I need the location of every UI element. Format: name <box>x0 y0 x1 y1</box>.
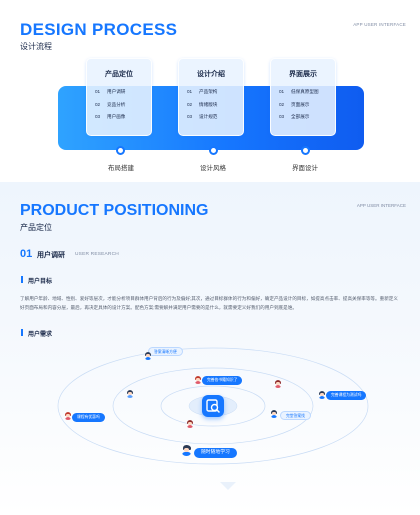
product-positioning-section: PRODUCT POSITIONING 产品定位 APP USER INTERF… <box>0 182 420 515</box>
user-goal-heading: 用户目标 <box>28 279 53 285</box>
step-label-ui: 界面设计 <box>292 165 318 172</box>
user-needs-heading: 用户需求 <box>28 332 53 338</box>
item-number: 03 <box>187 114 193 119</box>
app-ui-tag: APP USER INTERFACE <box>353 22 406 27</box>
section-title: 用户调研 <box>37 252 65 259</box>
avatar <box>194 376 202 384</box>
item-label: 全部展示 <box>291 114 310 119</box>
avatar <box>144 352 152 360</box>
avatar <box>270 410 278 418</box>
item-label: 情绪版块 <box>199 101 218 107</box>
list-item: 01 产品架构 <box>187 87 217 100</box>
avatar <box>181 445 192 456</box>
heading-marker <box>21 329 23 336</box>
step-dot <box>209 146 218 155</box>
item-label: 设计规范 <box>199 114 218 119</box>
item-label: 产品架构 <box>199 89 218 94</box>
item-number: 02 <box>187 101 193 107</box>
search-book-icon <box>202 395 224 417</box>
process-card-positioning: 产品定位 01 用户调研 02 竞品分析 03 用户画像 <box>86 58 152 136</box>
design-process-title: DESIGN PROCESS <box>20 20 178 39</box>
item-number: 01 <box>187 89 193 94</box>
list-item: 03 设计规范 <box>187 112 217 125</box>
item-number: 01 <box>279 89 285 94</box>
list-item: 01 低保真原型图 <box>279 87 319 100</box>
product-positioning-subtitle: 产品定位 <box>20 223 52 232</box>
step-label-layout: 布局搭建 <box>108 165 134 172</box>
process-card-design-intro: 设计介绍 01 产品架构 02 情绪版块 03 设计规范 <box>178 58 244 136</box>
list-item: 01 用户调研 <box>95 87 125 100</box>
list-item: 03 用户画像 <box>95 112 125 125</box>
step-label-style: 设计风格 <box>200 165 226 172</box>
item-label: 用户调研 <box>107 89 126 94</box>
card-title: 界面展示 <box>289 71 317 78</box>
product-positioning-title: PRODUCT POSITIONING <box>20 202 209 219</box>
design-process-subtitle: 设计流程 <box>20 42 52 51</box>
item-number: 02 <box>279 101 285 107</box>
list-item: 02 情绪版块 <box>187 100 217 113</box>
avatar <box>318 391 326 399</box>
list-item: 02 竞品分析 <box>95 100 125 113</box>
need-pill: 答案清晰方便 <box>148 347 183 356</box>
item-number: 02 <box>95 101 101 107</box>
need-pill: 完善各书籍知识了 <box>202 376 243 385</box>
card-list: 01 低保真原型图 02 页面展示 03 全部展示 <box>279 87 319 125</box>
avatar <box>64 412 72 420</box>
need-pill: 随时随地学习 <box>194 448 237 458</box>
process-card-interface: 界面展示 01 低保真原型图 02 页面展示 03 全部展示 <box>270 58 336 136</box>
design-process-section: DESIGN PROCESS 设计流程 APP USER INTERFACE 产… <box>0 0 420 182</box>
app-ui-tag: APP USER INTERFACE <box>356 203 406 208</box>
item-label: 低保真原型图 <box>291 89 319 94</box>
item-number: 03 <box>279 114 285 119</box>
card-title: 产品定位 <box>105 71 133 78</box>
heading-marker <box>21 276 23 283</box>
item-label: 页面展示 <box>291 101 310 107</box>
section-number: 01 <box>20 248 33 260</box>
card-list: 01 用户调研 02 竞品分析 03 用户画像 <box>95 87 125 125</box>
step-dot <box>301 146 310 155</box>
avatar <box>186 420 194 428</box>
need-pill: 课程有优惠吗 <box>72 413 105 422</box>
list-item: 02 页面展示 <box>279 100 319 113</box>
section-pointer <box>220 482 236 490</box>
avatar <box>126 390 134 398</box>
list-item: 03 全部展示 <box>279 112 319 125</box>
need-pill: 完堂答案找 <box>280 411 311 420</box>
item-number: 03 <box>95 114 101 119</box>
need-pill: 完善课程为测试吗 <box>326 391 367 400</box>
section-title-en: USER RESEARCH <box>75 252 119 257</box>
item-label: 用户画像 <box>107 114 126 119</box>
user-goal-paragraph: 了解用户年龄、地域、性别、爱好等层次，才能分析项目群体用户背后的行为及偏好;其次… <box>20 296 398 310</box>
avatar <box>274 380 282 388</box>
item-number: 01 <box>95 89 101 94</box>
card-list: 01 产品架构 02 情绪版块 03 设计规范 <box>187 87 217 125</box>
step-dot <box>116 146 125 155</box>
item-label: 竞品分析 <box>107 101 126 107</box>
card-title: 设计介绍 <box>197 71 225 78</box>
